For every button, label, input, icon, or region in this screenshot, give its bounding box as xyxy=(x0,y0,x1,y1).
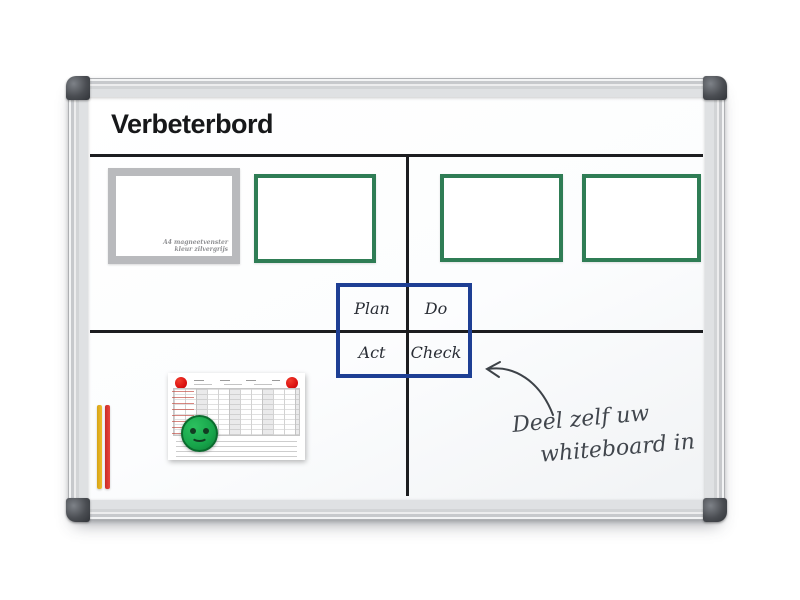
a4-magnet-window-green-2 xyxy=(440,174,563,262)
handwritten-note-line2: whiteboard in xyxy=(539,429,696,468)
pdca-cell-plan: Plan xyxy=(354,299,390,319)
magnetic-strip-red xyxy=(105,405,110,489)
magnetic-strip-yellow xyxy=(97,405,102,489)
smiley-magnet-icon xyxy=(181,415,218,452)
pdca-cell-act: Act xyxy=(358,342,386,362)
corner-cap-top-left xyxy=(66,76,90,100)
a4-magnet-window-green-1 xyxy=(254,174,376,263)
corner-cap-bottom-left xyxy=(66,498,90,522)
magnet-dot-icon xyxy=(286,377,298,389)
corner-cap-bottom-right xyxy=(703,498,727,522)
corner-cap-top-right xyxy=(703,76,727,100)
board-title: Verbeterbord xyxy=(111,109,274,139)
pdca-cell-check: Check xyxy=(410,342,462,362)
whiteboard-surface: Verbeterbord A4 magneetvenster kleur zil… xyxy=(88,97,705,500)
magnet-dot-icon xyxy=(175,377,187,389)
a4-magnet-window-gray: A4 magneetvenster kleur zilvergrijs xyxy=(108,168,240,264)
score-sheet xyxy=(168,373,305,460)
gray-window-caption: A4 magneetvenster kleur zilvergrijs xyxy=(163,239,228,253)
pdca-cell-do: Do xyxy=(424,299,448,319)
whiteboard-frame: Verbeterbord A4 magneetvenster kleur zil… xyxy=(66,76,727,522)
pdca-grid: Plan Do Act Check xyxy=(336,283,472,378)
smiley-eye xyxy=(190,428,196,434)
divider-line-horizontal-top xyxy=(90,154,703,157)
divider-line-horizontal-middle xyxy=(90,330,703,333)
arrow-icon xyxy=(485,361,554,416)
smiley-mouth xyxy=(191,431,208,442)
score-sheet-header xyxy=(194,379,280,386)
a4-magnet-window-green-3 xyxy=(582,174,701,262)
divider-line-vertical xyxy=(406,154,409,496)
smiley-eye xyxy=(203,428,209,434)
